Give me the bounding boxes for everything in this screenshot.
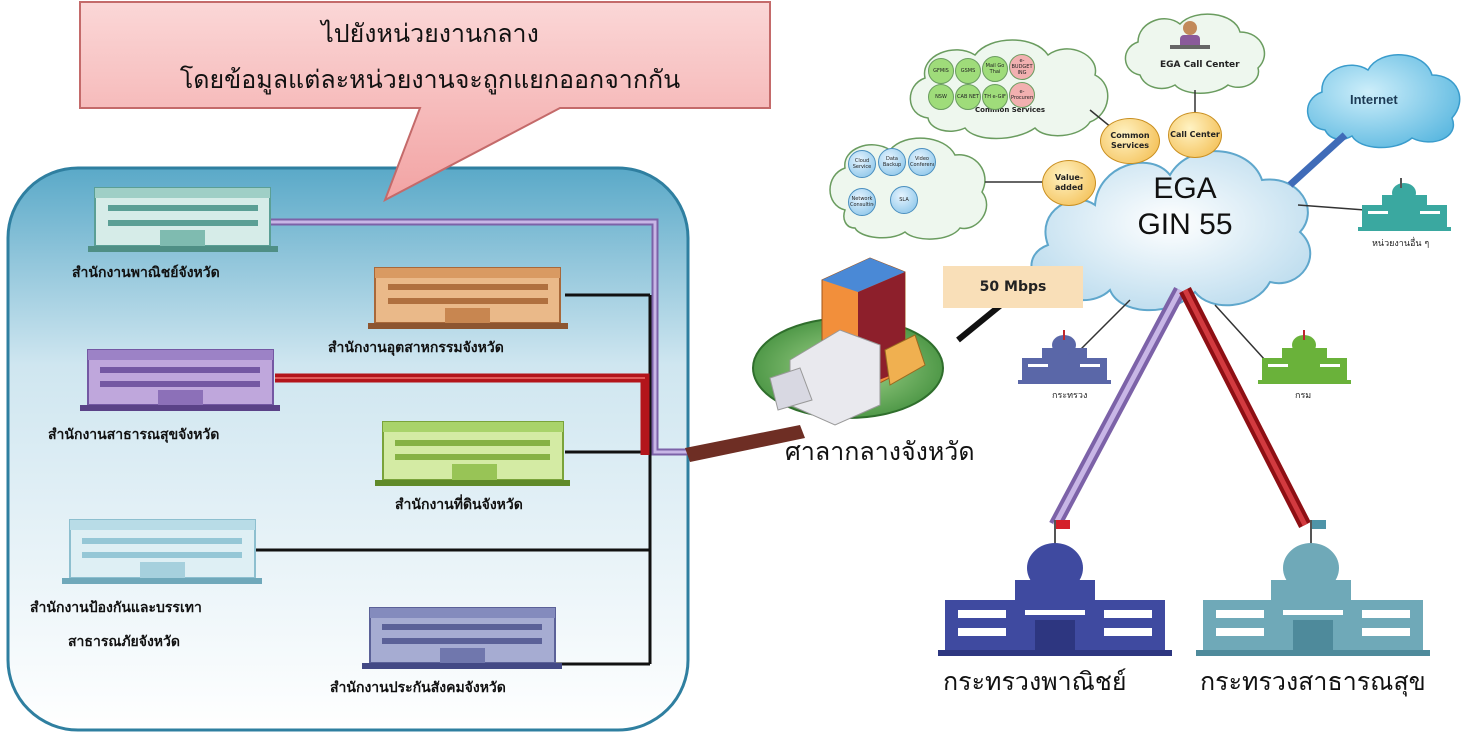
call-center-bubble-label: Call Center — [1170, 130, 1220, 139]
common-service-item-label: Mail Go Thai — [985, 63, 1005, 75]
health-red-line — [275, 373, 650, 455]
value-added-item-label: SLA — [899, 197, 909, 203]
common-service-item-label: GSMS — [960, 68, 976, 74]
callout-line-1: ไปยังหน่วยงานกลาง — [321, 19, 539, 48]
provincial-hall-illustration — [752, 257, 944, 426]
commerce-ministry-building — [938, 520, 1172, 656]
office-label-land: สำนักงานที่ดินจังหวัด — [395, 497, 523, 513]
common-services-cloud-label: Common Services — [975, 106, 1046, 114]
common-service-item-label: NSW — [935, 94, 947, 100]
common-service-item: GSMS — [955, 58, 981, 84]
common-service-item: Mail Go Thai — [982, 56, 1008, 82]
internet-label: Internet — [1350, 92, 1398, 107]
office-building-disaster — [62, 519, 262, 584]
common-service-item: NSW — [928, 84, 954, 110]
value-added-item: Video Conference — [908, 148, 936, 176]
ministry-label: กระทรวง — [1052, 391, 1088, 401]
internet-link — [1287, 132, 1348, 188]
other-agency-building — [1358, 178, 1451, 231]
common-service-item-label: e-Procurement — [1011, 89, 1033, 101]
common-service-item-label: GFMIS — [933, 68, 949, 74]
health-ministry-building — [1196, 520, 1430, 656]
office-label-disaster-2: สาธารณภัยจังหวัด — [68, 634, 180, 650]
value-added-item: Cloud Service — [848, 150, 876, 178]
health-ministry-label: กระทรวงสาธารณสุข — [1200, 667, 1426, 696]
internet-cloud-shape — [1306, 54, 1461, 149]
office-label-commerce: สำนักงานพาณิชย์จังหวัด — [72, 265, 220, 281]
common-services-bubble-label: Common Services — [1110, 131, 1150, 150]
department-link — [1214, 304, 1266, 361]
office-building-health — [80, 349, 280, 411]
other-agency-label: หน่วยงานอื่น ๆ — [1372, 239, 1430, 249]
bandwidth-badge: 50 Mbps — [943, 266, 1083, 308]
common-service-item-label: CAB NET — [957, 94, 979, 100]
value-added-item: Data Backup — [878, 148, 906, 176]
office-label-health: สำนักงานสาธารณสุขจังหวัด — [48, 427, 220, 443]
ega-label: EGA — [1153, 172, 1217, 205]
gin-label: GIN 55 — [1137, 208, 1233, 241]
call-center-bubble: Call Center — [1168, 112, 1222, 158]
department-building-small — [1258, 330, 1351, 384]
office-label-industry: สำนักงานอุตสาหกรรมจังหวัด — [328, 340, 504, 356]
common-service-item: GFMIS — [928, 58, 954, 84]
bandwidth-label: 50 Mbps — [979, 279, 1047, 295]
value-added-bubble-label: Value-added — [1054, 173, 1084, 192]
provincial-hall-label: ศาลากลางจังหวัด — [785, 437, 975, 466]
other-agency-link — [1297, 204, 1366, 211]
common-service-item-label: e-BUDGET ING — [1011, 58, 1033, 76]
common-service-item: CAB NET — [955, 84, 981, 110]
value-added-item: Network Consulting — [848, 188, 876, 216]
call-center-person-icon — [1170, 21, 1210, 49]
value-added-item-label: Network Consulting — [850, 196, 874, 208]
common-service-item: TH e-GIF — [982, 84, 1008, 110]
ministry-link — [1074, 299, 1131, 356]
ega-commerce-purple-line — [1049, 286, 1186, 529]
department-label: กรม — [1295, 391, 1312, 401]
common-service-item: e-BUDGET ING — [1009, 54, 1035, 80]
common-services-bubble: Common Services — [1100, 118, 1160, 164]
ega-health-red-line — [1179, 287, 1311, 528]
office-building-industry — [368, 267, 568, 329]
ministry-building-small — [1018, 330, 1111, 384]
value-added-item-label: Video Conference — [910, 156, 934, 168]
callout-line-2: โดยข้อมูลแต่ละหน่วยงานจะถูกแยกออกจากกัน — [179, 65, 681, 94]
office-building-commerce — [88, 187, 278, 252]
value-added-item-label: Data Backup — [882, 156, 902, 168]
office-lines — [255, 293, 652, 666]
office-building-land — [375, 421, 570, 486]
commerce-purple-line — [270, 218, 700, 456]
value-added-bubble: Value-added — [1042, 160, 1096, 206]
ega-call-center-label: EGA Call Center — [1160, 60, 1240, 70]
commerce-ministry-label: กระทรวงพาณิชย์ — [943, 667, 1127, 696]
office-label-social-security: สำนักงานประกันสังคมจังหวัด — [330, 680, 506, 696]
call-center-cloud-shape — [1124, 13, 1266, 94]
office-building-social-security — [362, 607, 562, 669]
callout-bubble — [79, 1, 771, 203]
common-service-item: e-Procurement — [1009, 82, 1035, 108]
common-service-item-label: TH e-GIF — [984, 94, 1006, 100]
value-added-item: SLA — [890, 186, 918, 214]
hall-link — [685, 425, 805, 462]
value-added-item-label: Cloud Service — [852, 158, 872, 170]
office-label-disaster-1: สำนักงานป้องกันและบรรเทา — [30, 600, 202, 616]
